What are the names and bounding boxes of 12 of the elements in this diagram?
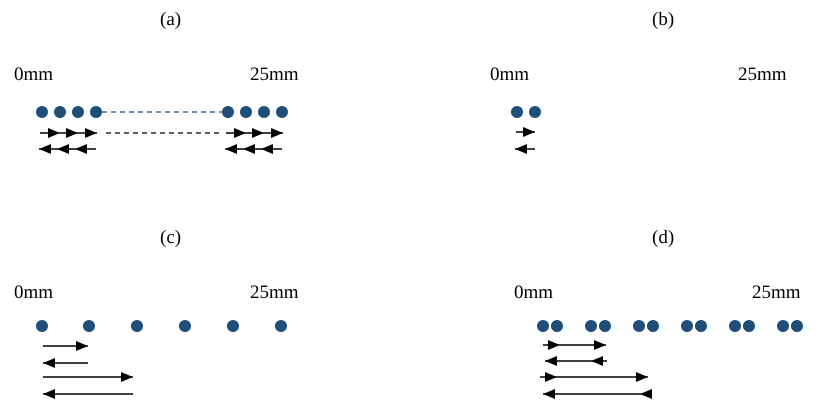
dimension-label: 25mm (250, 65, 299, 84)
dimension-label: 0mm (514, 283, 554, 302)
dimension-label: 25mm (752, 283, 801, 302)
dimension-label: 0mm (14, 283, 54, 302)
dimension-label: 0mm (14, 65, 54, 84)
dimension-label: 0mm (490, 65, 530, 84)
panel-label: (c) (160, 228, 182, 247)
dimension-label: 25mm (738, 65, 787, 84)
dimension-label: 25mm (250, 283, 299, 302)
panel-label: (b) (652, 10, 674, 29)
panel-label: (a) (160, 10, 182, 29)
panel-label: (d) (652, 228, 674, 247)
